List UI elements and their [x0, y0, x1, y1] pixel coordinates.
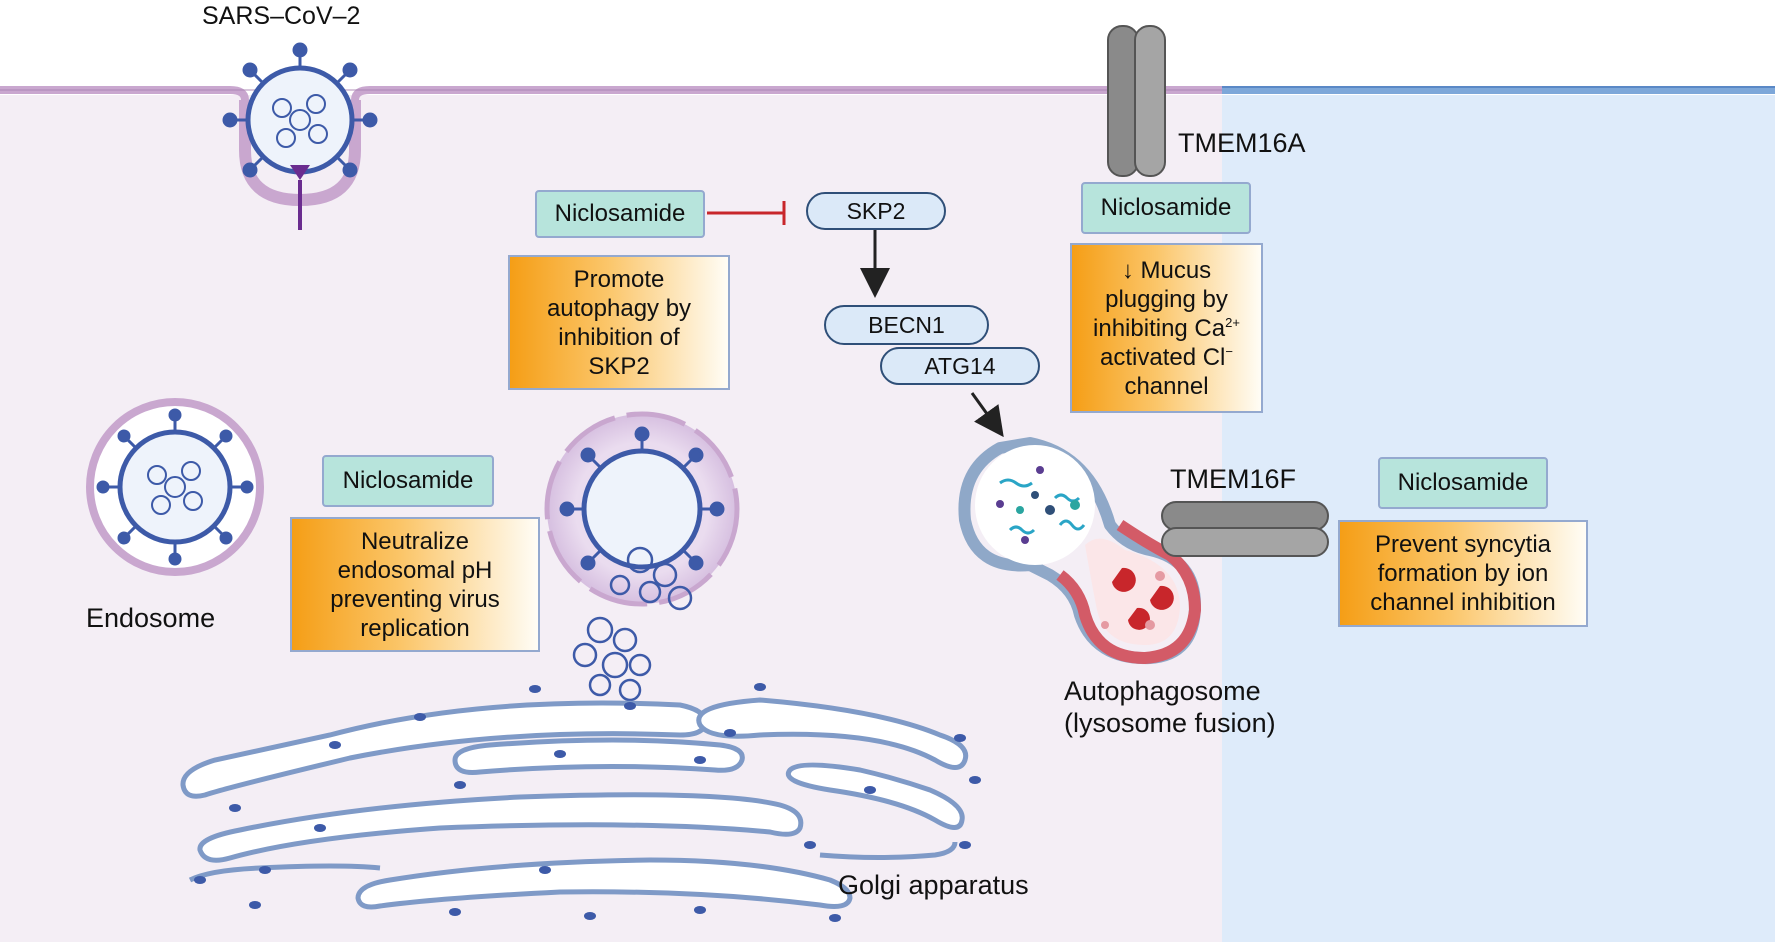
sars-cov-2-virion [222, 42, 378, 230]
endosomal-note-line-4: replication [360, 614, 470, 642]
virus-label: SARS–CoV–2 [202, 2, 361, 30]
autophagosome [958, 437, 1202, 665]
mucus-note-line-5: channel [1124, 372, 1209, 400]
viral-rna [572, 546, 693, 702]
skp2-protein: SKP2 [806, 192, 946, 230]
atg14-protein: ATG14 [880, 347, 1040, 385]
arrow-atg14-to-autophagosome [970, 392, 1004, 438]
mucus-note-line-3: inhibiting Ca2+ [1093, 314, 1240, 342]
autophagy-note-line-1: Promote [573, 265, 665, 293]
down-arrow-icon: ↓ [1121, 256, 1134, 284]
autophagy-note: Promote autophagy by inhibition of SKP2 [508, 255, 730, 390]
niclosamide-tmem16a-tag: Niclosamide [1081, 182, 1251, 234]
uncoating-vesicle [544, 411, 740, 607]
becn1-protein: BECN1 [824, 305, 989, 345]
inhibition-line [707, 201, 786, 225]
endosomal-ph-note: Neutralize endosomal pH preventing virus… [290, 517, 540, 652]
syncytia-note-line-3: channel inhibition [1370, 589, 1556, 616]
niclosamide-tmem16f-tag: Niclosamide [1378, 457, 1548, 509]
tmem16a-label: TMEM16A [1178, 128, 1306, 158]
niclosamide-skp2-tag: Niclosamide [535, 190, 705, 238]
mucus-note: ↓ Mucus plugging by inhibiting Ca2+ acti… [1070, 243, 1263, 413]
syncytia-note-line-2: formation by ion [1377, 560, 1549, 587]
syncytia-note: Prevent syncytia formation by ion channe… [1338, 520, 1588, 627]
endosome-label: Endosome [86, 603, 216, 633]
golgi-label: Golgi apparatus [838, 870, 1029, 900]
mucus-note-line-4: activated Cl− [1100, 343, 1233, 371]
tmem16f-channel [1161, 501, 1329, 557]
syncytia-note-line-1: Prevent syncytia [1374, 531, 1552, 558]
niclosamide-endosome-tag: Niclosamide [322, 455, 494, 507]
endosomal-note-line-1: Neutralize [360, 527, 470, 555]
tmem16a-channel [1107, 25, 1166, 177]
golgi-ribosomes [194, 683, 981, 922]
mucus-note-line-2: plugging by [1105, 285, 1228, 313]
endosomal-note-line-3: preventing virus [330, 585, 500, 613]
mucus-note-line-1: ↓ Mucus [1121, 256, 1212, 284]
endosomal-note-line-2: endosomal pH [337, 556, 493, 584]
autophagy-note-line-2: autophagy by [546, 294, 692, 322]
autophagy-note-line-3: inhibition of [558, 323, 680, 351]
tmem16f-label: TMEM16F [1170, 464, 1297, 494]
lysosome-fusion-label: (lysosome fusion) [1064, 708, 1276, 738]
endosome [86, 398, 264, 576]
golgi-apparatus [180, 697, 969, 910]
autophagosome-label: Autophagosome [1064, 676, 1261, 706]
autophagy-note-line-4: SKP2 [588, 352, 650, 380]
